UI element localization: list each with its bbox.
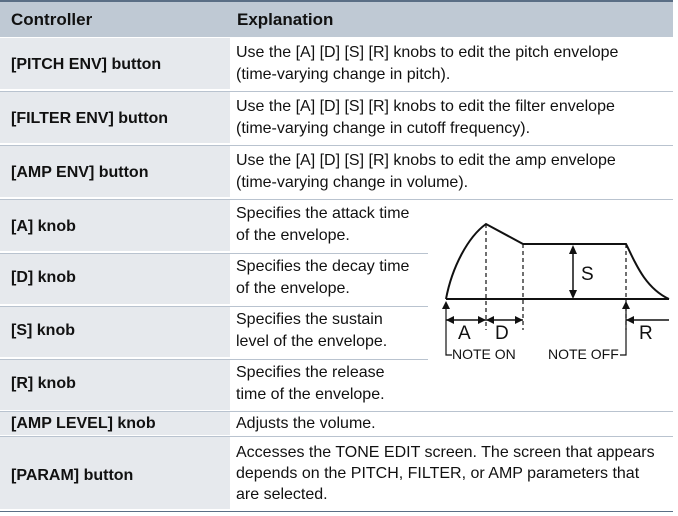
explanation-text: Use the [A] [D] [S] [R] knobs to edit th…	[236, 44, 619, 83]
explanation-text: Specifies the attack time of the envelop…	[236, 205, 410, 244]
envelope-curve	[445, 222, 670, 300]
controller-name: [FILTER ENV] button	[11, 110, 168, 127]
explanation-text: Specifies the sustain level of the envel…	[236, 311, 388, 350]
row-divider	[0, 199, 673, 200]
note-on-label: NOTE ON	[452, 346, 516, 362]
note-off-label: NOTE OFF	[548, 346, 619, 362]
label-s: S	[581, 264, 594, 285]
controller-name: [PITCH ENV] button	[11, 56, 162, 73]
controller-name: [D] knob	[11, 269, 76, 286]
table-row: [AMP ENV] button Use the [A] [D] [S] [R]…	[0, 146, 673, 199]
table-row: [AMP LEVEL] knob Adjusts the volume.	[0, 412, 673, 437]
table-header: Controller Explanation	[0, 0, 673, 37]
row-divider	[0, 306, 428, 307]
table-row: [R] knob Specifies the release time of t…	[0, 360, 673, 412]
explanation-text: Adjusts the volume.	[236, 415, 376, 432]
row-divider	[0, 359, 428, 360]
row-divider	[0, 411, 673, 412]
adsr-envelope-diagram: S A D R NOTE ON NOTE OFF	[442, 222, 670, 362]
controller-name: [R] knob	[11, 375, 76, 392]
explanation-text: Use the [A] [D] [S] [R] knobs to edit th…	[236, 152, 616, 191]
controller-name: [A] knob	[11, 218, 76, 235]
label-d: D	[495, 323, 509, 344]
label-a: A	[458, 323, 471, 344]
table-row: [D] knob Specifies the decay time of the…	[0, 254, 673, 306]
table-row: [A] knob Specifies the attack time of th…	[0, 200, 673, 253]
controller-name: [PARAM] button	[11, 467, 134, 484]
row-divider	[0, 253, 428, 254]
explanation-text: Specifies the release time of the envelo…	[236, 364, 385, 403]
table-bottom-rule	[0, 511, 673, 512]
controller-name: [S] knob	[11, 322, 75, 339]
row-divider	[0, 436, 673, 437]
label-r: R	[639, 323, 653, 344]
controller-name: [AMP LEVEL] knob	[11, 415, 156, 432]
header-explanation: Explanation	[237, 10, 334, 29]
explanation-text: Specifies the decay time of the envelope…	[236, 258, 410, 297]
header-controller: Controller	[11, 10, 93, 29]
table-row: [FILTER ENV] button Use the [A] [D] [S] …	[0, 92, 673, 145]
table-row: [S] knob Specifies the sustain level of …	[0, 307, 673, 359]
table-row: [PARAM] button Accesses the TONE EDIT sc…	[0, 437, 673, 511]
table-row: [PITCH ENV] button Use the [A] [D] [S] […	[0, 38, 673, 91]
row-divider	[0, 91, 673, 92]
explanation-text: Accesses the TONE EDIT screen. The scree…	[236, 444, 655, 503]
explanation-text: Use the [A] [D] [S] [R] knobs to edit th…	[236, 98, 615, 137]
controller-name: [AMP ENV] button	[11, 164, 149, 181]
row-divider	[0, 145, 673, 146]
